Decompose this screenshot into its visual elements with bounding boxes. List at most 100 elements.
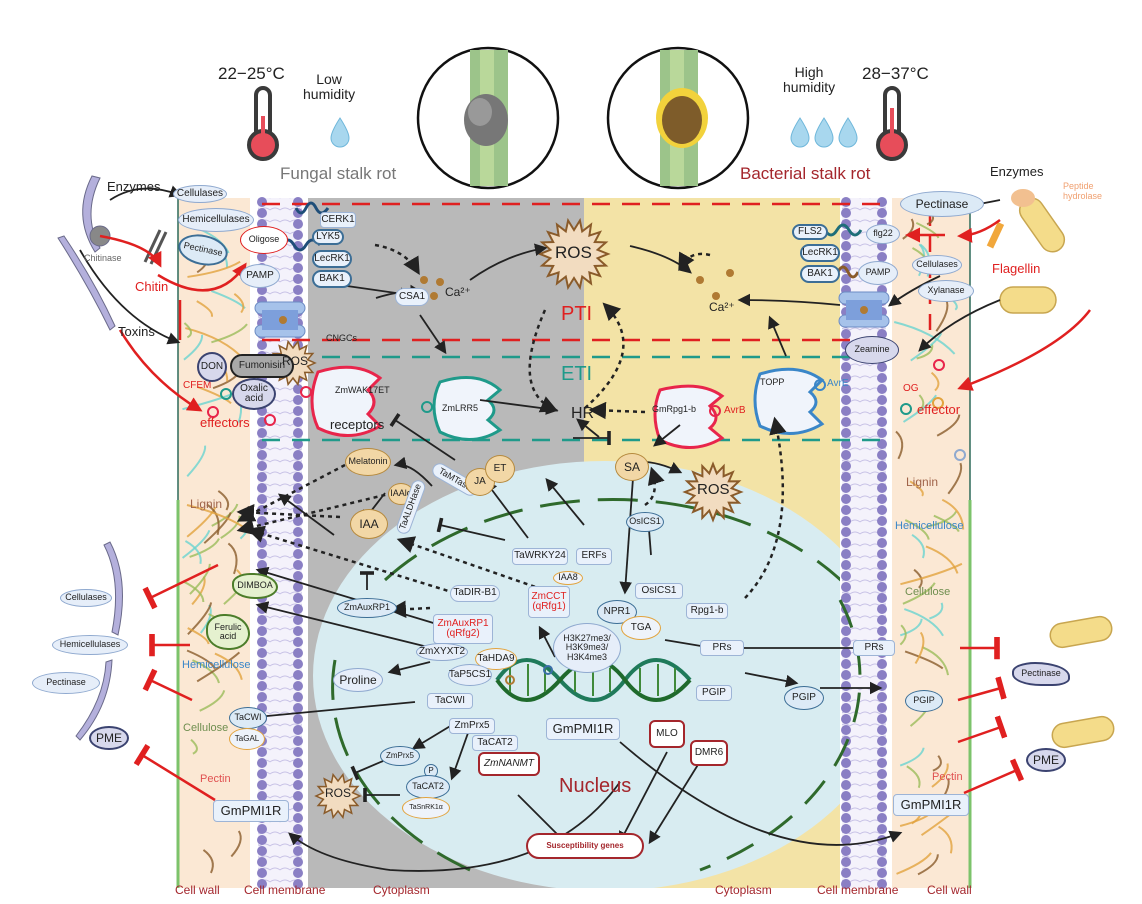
chitinase-label: Chitinase (84, 253, 122, 263)
lipid-head (257, 868, 267, 878)
flg22: flg22 (866, 224, 900, 244)
et: ET (485, 455, 515, 483)
zmlrr5-receptor (432, 376, 503, 442)
lipid-head (293, 714, 303, 724)
enzyme-cellulases: Cellulases (173, 185, 227, 203)
lipid-head (877, 703, 887, 713)
bacterial-humidity: High humidity (783, 64, 836, 96)
lipid-head (257, 791, 267, 801)
wall-fiber (902, 394, 937, 423)
lipid-head (257, 769, 267, 779)
lipid-head (293, 450, 303, 460)
lipid-head (841, 780, 851, 790)
lipid-head (877, 725, 887, 735)
zeamine: Zeamine (845, 336, 899, 364)
lipid-head (841, 428, 851, 438)
wall-fiber (230, 830, 242, 858)
lipid-head (841, 703, 851, 713)
gmpmi1r-left: GmPMI1R (213, 800, 289, 822)
lipid-head (841, 450, 851, 460)
lipid-head (841, 241, 851, 251)
lipid-head (257, 252, 267, 262)
zmprx5-nuc: ZmPrx5 (449, 718, 495, 734)
lipid-head (877, 472, 887, 482)
lipid-head (877, 802, 887, 812)
lipid-head (841, 373, 851, 383)
pgip-cyto: PGIP (784, 686, 824, 710)
tap5cs1: TaP5CS1 (448, 664, 492, 686)
lipid-head (877, 197, 887, 207)
lipid-head (257, 637, 267, 647)
lipid-head (257, 560, 267, 570)
fungal-enzymes-label: Enzymes (107, 179, 161, 194)
wall-fiber (899, 747, 925, 767)
lipid-head (293, 593, 303, 603)
histone-marks: H3K27me3/ H3K9me3/ H3K4me3 (553, 623, 621, 673)
lipid-head (877, 692, 887, 702)
lipid-head (257, 450, 267, 460)
lipid-head (841, 197, 851, 207)
wall-fiber (206, 503, 220, 536)
lipid-head (293, 230, 303, 240)
zmlrr5-label: ZmLRR5 (442, 403, 479, 413)
footer-left-cell-membrane: Cell membrane (244, 883, 326, 897)
zmcct-qrfg1: ZmCCT (qRfg1) (528, 586, 570, 618)
lipid-head (877, 538, 887, 548)
lipid-head (841, 681, 851, 691)
lignin-right: Lignin (906, 475, 939, 489)
wall-fiber (214, 652, 243, 680)
lipid-head (293, 868, 303, 878)
lipid-head (841, 461, 851, 471)
ros-burst-icon (682, 461, 744, 523)
wall-fiber (925, 545, 959, 574)
effectors-label: effectors (200, 415, 250, 430)
lipid-head (257, 846, 267, 856)
oslcs1-top: OsICS1 (626, 512, 664, 532)
lipid-head (841, 769, 851, 779)
lipid-head (841, 835, 851, 845)
flagellin-label: Flagellin (992, 261, 1041, 276)
receptor-lecrk1-b: LecRK1 (800, 244, 840, 262)
lipid-head (877, 571, 887, 581)
enzyme-hemicellulases: Hemicellulases (178, 208, 254, 232)
lipid-head (293, 560, 303, 570)
lipid-head (841, 538, 851, 548)
lipid-head (841, 252, 851, 262)
lipid-head (293, 703, 303, 713)
lipid-head (257, 692, 267, 702)
avre-label: AvrE (827, 378, 849, 389)
lipid-head (257, 615, 267, 625)
water-drop-icon (790, 117, 810, 148)
lipid-head (293, 428, 303, 438)
lipid-head (293, 879, 303, 889)
lipid-head (257, 659, 267, 669)
lipid-head (841, 230, 851, 240)
lipid-head (841, 637, 851, 647)
wall-fiber (914, 631, 925, 665)
wall-fiber (197, 385, 232, 405)
lipid-head (841, 879, 851, 889)
water-drop-icon (814, 117, 834, 148)
lignin-left: Lignin (190, 497, 223, 511)
lipid-head (877, 747, 887, 757)
fungal-humidity: Low humidity (303, 71, 356, 103)
wall-fiber (192, 659, 220, 684)
lipid-head (257, 780, 267, 790)
lipid-head (293, 692, 303, 702)
sa: SA (615, 453, 649, 481)
peptide-hydrolase-icon (1011, 189, 1035, 207)
chitin-label: Chitin (135, 279, 169, 294)
fungal-temperature: 22−25°C (218, 64, 285, 83)
lipid-head (841, 549, 851, 559)
lipid-head (841, 516, 851, 526)
lipid-head (293, 219, 303, 229)
zmauxrp1-qrfg2: ZmAuxRP1 (qRfg2) (433, 614, 493, 644)
zmwak17et-label: ZmWAK17ET (335, 385, 390, 395)
thermometer-icon-left (247, 86, 279, 161)
outside-pectinase: Pectinase (32, 672, 100, 694)
cfem-label: CFEM (183, 380, 212, 391)
wall-fiber (183, 322, 192, 339)
lipid-head (293, 846, 303, 856)
wall-fiber (899, 624, 907, 646)
cellulose-left: Cellulose (183, 722, 229, 734)
